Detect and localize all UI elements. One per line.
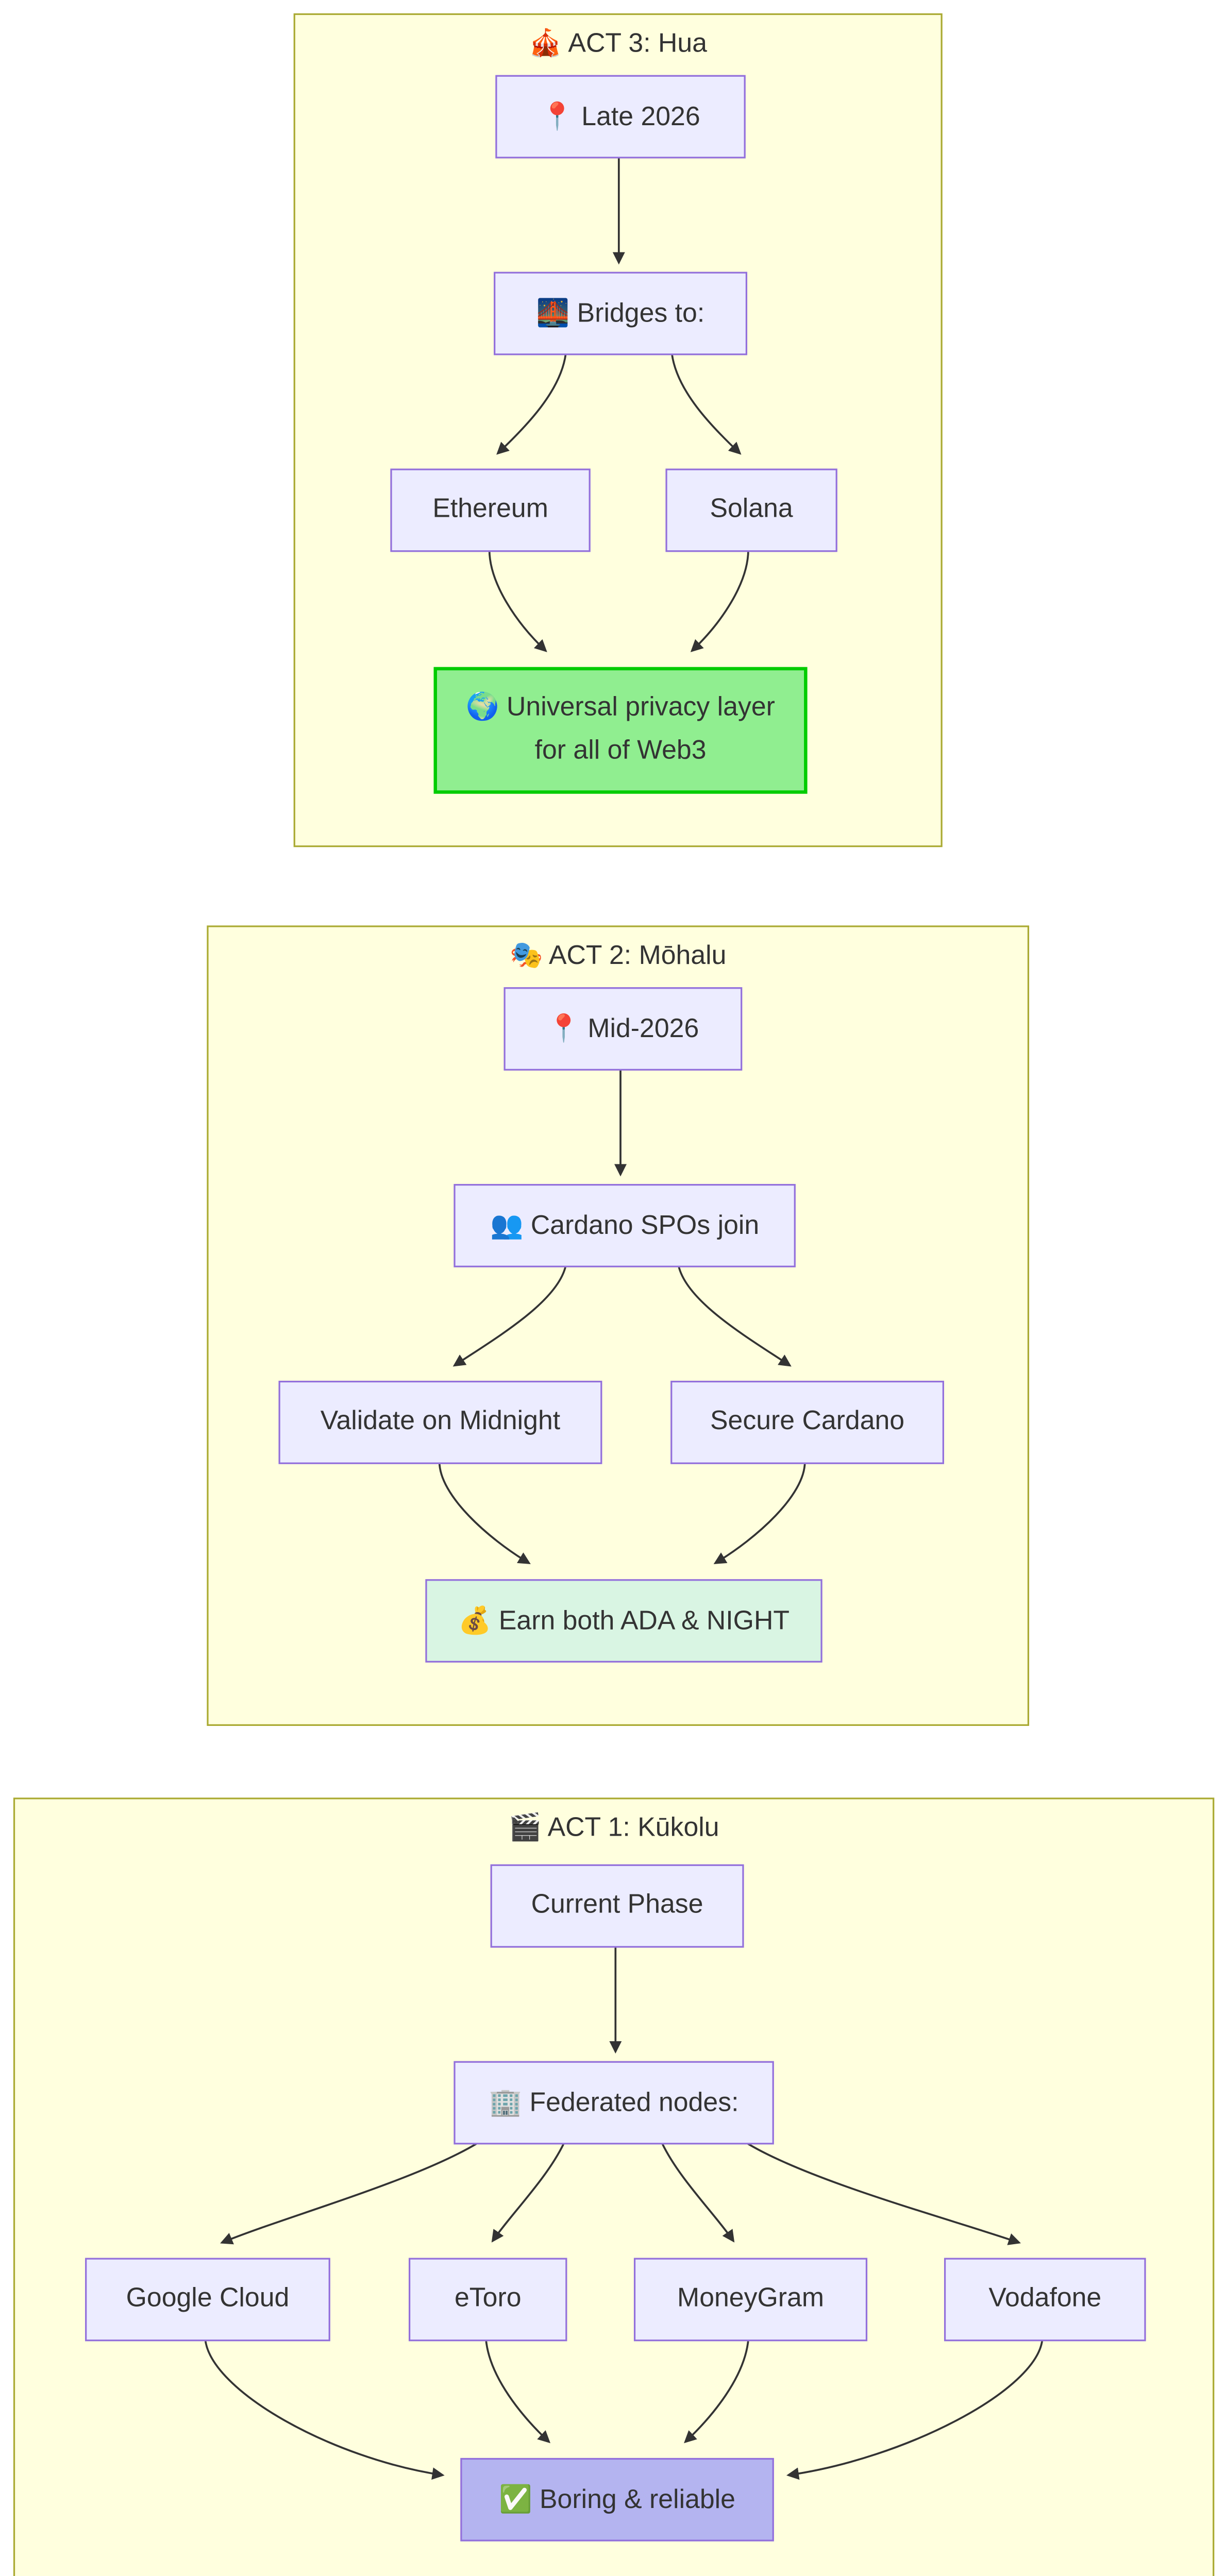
node-boring-reliable-label: ✅ Boring & reliable: [499, 2486, 735, 2515]
act3-section: 🎪 ACT 3: Hua 📍 Late 2026 🌉 Bridges to: E…: [293, 13, 943, 848]
node-earn-ada-night: 💰 Earn both ADA & NIGHT: [425, 1579, 822, 1663]
act2-edges: [438, 1070, 806, 1564]
edge-bridges-solana: [671, 353, 742, 455]
node-etoro-label: eToro: [454, 2284, 522, 2313]
node-moneygram-label: MoneyGram: [677, 2284, 824, 2313]
node-secure-cardano-label: Secure Cardano: [710, 1407, 905, 1436]
node-cardano-spos-join-label: 👥 Cardano SPOs join: [490, 1212, 760, 1241]
edge-federated-vodafone: [746, 2142, 1021, 2245]
node-federated-nodes-label: 🏢 Federated nodes:: [489, 2089, 739, 2118]
node-bridges-to-label: 🌉 Bridges to:: [536, 300, 705, 329]
act3-edges: [488, 158, 749, 652]
node-google-cloud: Google Cloud: [85, 2258, 330, 2342]
act1-title: 🎬 ACT 1: Kūkolu: [508, 1814, 719, 1843]
node-ethereum: Ethereum: [390, 468, 591, 552]
node-late-2026: 📍 Late 2026: [495, 75, 746, 159]
edge-bridges-ethereum: [496, 353, 567, 455]
node-mid-2026: 📍 Mid-2026: [503, 987, 743, 1071]
node-earn-ada-night-label: 💰 Earn both ADA & NIGHT: [458, 1607, 790, 1636]
act1-edges: [204, 1947, 1044, 2480]
node-current-phase-label: Current Phase: [531, 1891, 703, 1920]
node-validate-on-midnight: Validate on Midnight: [278, 1380, 602, 1464]
node-boring-reliable: ✅ Boring & reliable: [460, 2458, 774, 2541]
edge-spos-validate: [452, 1265, 567, 1367]
node-moneygram: MoneyGram: [633, 2258, 868, 2342]
edge-google-boring: [204, 2338, 445, 2480]
node-universal-privacy-layer-line2: for all of Web3: [534, 737, 707, 766]
node-universal-privacy-layer-line1: 🌍 Universal privacy layer: [466, 693, 775, 722]
node-current-phase: Current Phase: [490, 1864, 744, 1948]
act2-title: 🎭 ACT 2: Mōhalu: [509, 942, 727, 971]
node-google-cloud-label: Google Cloud: [126, 2284, 290, 2313]
edge-federated-moneygram: [661, 2142, 735, 2243]
node-mid-2026-label: 📍 Mid-2026: [547, 1015, 699, 1044]
node-bridges-to: 🌉 Bridges to:: [494, 272, 748, 355]
node-secure-cardano: Secure Cardano: [670, 1380, 944, 1464]
act2-section: 🎭 ACT 2: Mōhalu 📍 Mid-2026 👥 Cardano SPO…: [207, 925, 1030, 1726]
edge-moneygram-boring: [684, 2338, 750, 2444]
node-vodafone-label: Vodafone: [988, 2284, 1102, 2313]
edge-etoro-boring: [485, 2338, 551, 2444]
edge-federated-google: [220, 2142, 478, 2245]
edge-federated-etoro: [491, 2142, 565, 2243]
node-validate-on-midnight-label: Validate on Midnight: [320, 1407, 561, 1436]
edge-spos-secure: [678, 1265, 792, 1367]
node-universal-privacy-layer: 🌍 Universal privacy layer for all of Web…: [433, 667, 808, 794]
node-federated-nodes: 🏢 Federated nodes:: [454, 2061, 774, 2145]
node-solana: Solana: [665, 468, 837, 552]
act1-section: 🎬 ACT 1: Kūkolu Current Phase 🏢 Federate…: [13, 1798, 1215, 2576]
edge-ethereum-universal: [488, 549, 547, 652]
edge-validate-earn: [438, 1462, 531, 1564]
node-vodafone: Vodafone: [944, 2258, 1146, 2342]
node-ethereum-label: Ethereum: [432, 495, 548, 524]
edge-solana-universal: [690, 549, 749, 652]
act3-title: 🎪 ACT 3: Hua: [529, 30, 708, 59]
node-cardano-spos-join: 👥 Cardano SPOs join: [454, 1184, 796, 1267]
edge-vodafone-boring: [786, 2338, 1044, 2480]
node-etoro: eToro: [408, 2258, 567, 2342]
edge-secure-earn: [713, 1462, 806, 1564]
node-late-2026-label: 📍 Late 2026: [541, 103, 700, 132]
node-solana-label: Solana: [710, 495, 793, 524]
